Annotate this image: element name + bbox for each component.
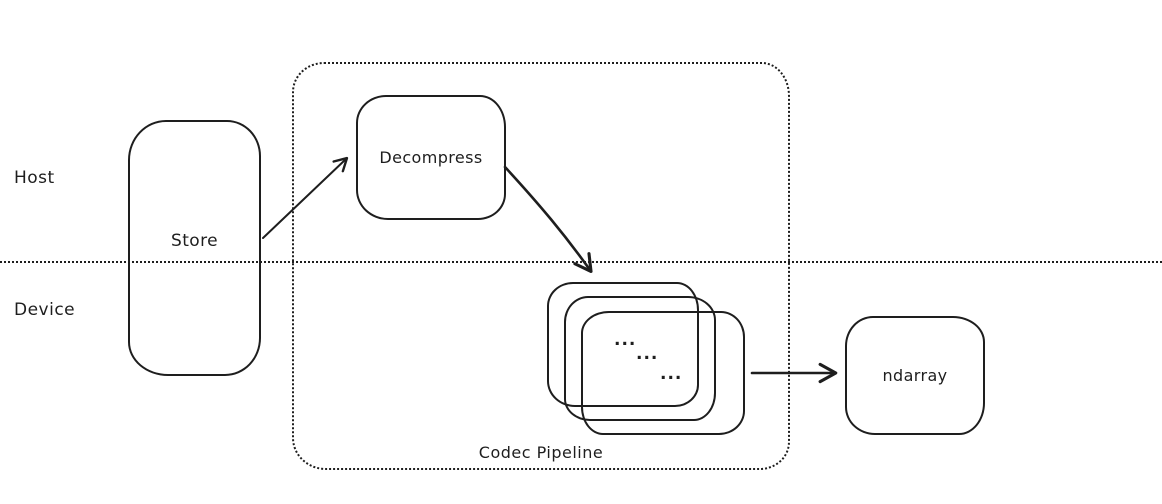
codec-stack-ellipsis-3: ... (660, 364, 683, 384)
device-region-label: Device (14, 300, 76, 320)
codec-pipeline-label: Codec Pipeline (478, 443, 604, 462)
codec-stack-middle-box (564, 296, 716, 421)
host-region-label: Host (14, 168, 55, 188)
codec-stack-front-box: ... ... ... (581, 311, 745, 435)
store-node: Store (128, 120, 261, 376)
ndarray-node-label: ndarray (882, 366, 948, 385)
codec-stack-back-box (547, 282, 699, 407)
store-node-label: Store (171, 231, 218, 251)
codec-stack-ellipsis-1: ... (614, 330, 637, 350)
codec-stack-ellipsis-2: ... (636, 344, 659, 364)
decompress-node: Decompress (356, 95, 506, 220)
codec-pipeline-container (292, 62, 790, 470)
ndarray-node: ndarray (845, 316, 985, 435)
decompress-node-label: Decompress (379, 148, 483, 167)
